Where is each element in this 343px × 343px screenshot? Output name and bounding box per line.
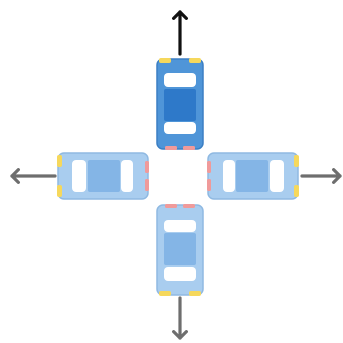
headlight-left [294,155,299,167]
car-west-icon [57,152,149,200]
rear-window [164,122,196,134]
taillight-right [183,146,195,150]
car-roof [88,160,120,192]
rear-window [164,220,196,232]
windshield [270,160,284,192]
taillight-left [145,179,149,191]
headlight-right [57,155,62,167]
headlight-left [189,291,201,296]
headlight-right [189,58,201,63]
windshield [164,73,196,87]
arrow-down-icon [172,296,188,340]
taillight-right [207,179,211,191]
car-north-icon [156,58,204,150]
arrow-up-icon [172,10,188,56]
arrow-head [332,168,342,184]
headlight-right [159,291,171,296]
headlight-left [57,185,62,197]
arrow-head [172,10,188,20]
rear-window [121,160,133,192]
rear-window [223,160,235,192]
arrow-left-icon [10,168,57,184]
windshield [164,267,196,281]
arrow-head [10,168,20,184]
taillight-right [165,204,177,208]
taillight-left [207,161,211,173]
arrow-head [172,330,188,340]
taillight-left [183,204,195,208]
car-roof [164,233,196,265]
arrow-right-icon [300,168,342,184]
windshield [72,160,86,192]
taillight-right [145,161,149,173]
car-south-icon [156,204,204,296]
headlight-left [159,58,171,63]
headlight-right [294,185,299,197]
car-roof [236,160,268,192]
car-roof [164,89,196,121]
car-east-icon [207,152,299,200]
taillight-left [165,146,177,150]
